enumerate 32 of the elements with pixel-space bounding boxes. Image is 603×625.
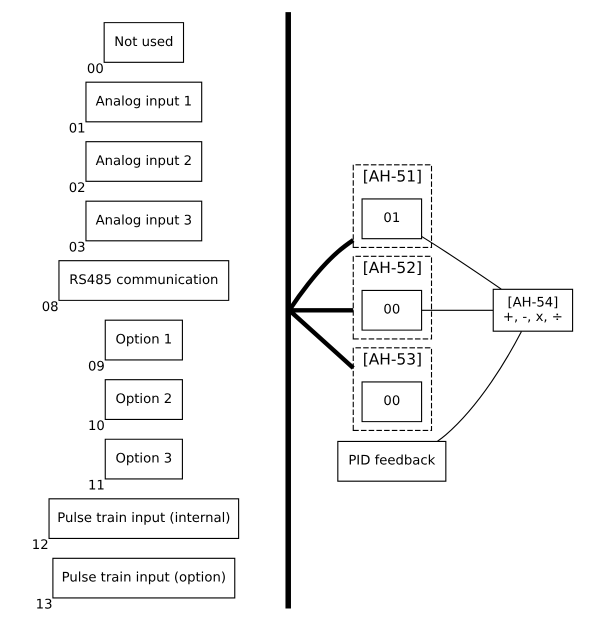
node-label: 02 <box>68 180 86 196</box>
connector <box>290 308 353 312</box>
node-box: [AH-54] +, -, x, ÷ <box>492 288 573 332</box>
connector <box>288 238 354 310</box>
connector <box>420 236 502 290</box>
connector <box>288 310 354 370</box>
node-label: 08 <box>41 300 58 315</box>
node-box: Option 1 <box>104 320 182 360</box>
node-box: Analog input 2 <box>84 141 202 182</box>
node-box: Option 2 <box>104 379 182 420</box>
node-box: 00 <box>361 290 422 331</box>
node-box: Analog input 3 <box>84 200 202 242</box>
node-label: 00 <box>86 62 104 77</box>
node-label: 11 <box>88 478 104 494</box>
node-box: Not used <box>103 22 184 63</box>
node-label: 13 <box>35 598 52 613</box>
node-label: 10 <box>88 418 104 434</box>
node-box: RS485 communication <box>58 260 229 301</box>
node-box: Pulse train input (internal) <box>48 498 239 539</box>
node-box: Option 3 <box>104 438 182 480</box>
connector <box>436 331 522 442</box>
node-label: 03 <box>68 240 86 256</box>
connector <box>421 310 493 311</box>
node-box: Pulse train input (option) <box>52 558 235 599</box>
node-box: 00 <box>361 381 422 422</box>
node-label: 12 <box>31 538 48 554</box>
node-label: 01 <box>68 121 86 136</box>
node-label: 09 <box>88 359 104 374</box>
node-box: PID feedback <box>336 440 446 482</box>
node-box: Analog input 1 <box>84 82 202 122</box>
node-bracket <box>284 12 290 608</box>
node-box: 01 <box>361 198 422 240</box>
